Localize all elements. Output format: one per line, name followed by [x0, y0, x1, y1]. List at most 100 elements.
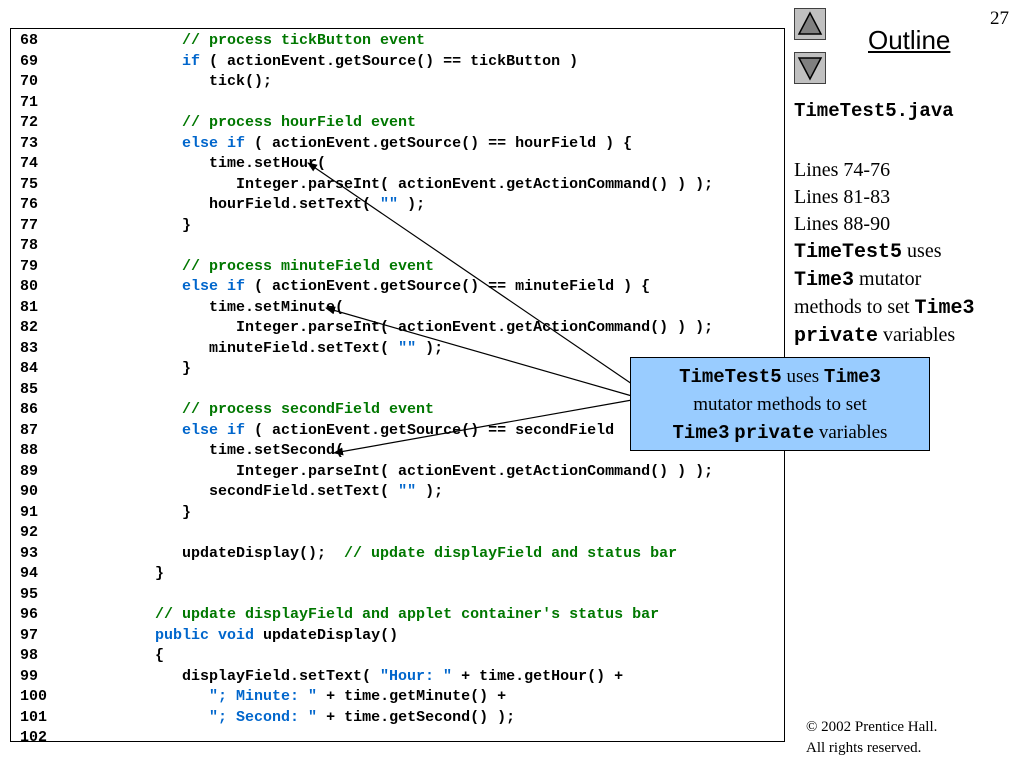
note-lines-81-83: Lines 81-83 — [794, 186, 891, 208]
code-token: time.setHour( — [101, 155, 327, 172]
line-number: 95 — [20, 585, 39, 603]
next-slide-button[interactable] — [794, 52, 826, 84]
previous-slide-button[interactable] — [794, 8, 826, 40]
callout-uses: uses — [781, 366, 824, 387]
code-text: { — [101, 646, 164, 666]
line-number: 101 — [20, 708, 48, 726]
code-text: minuteField.setText( "" ); — [101, 339, 443, 359]
code-text: // process hourField event — [101, 113, 416, 133]
line-number: 83 — [20, 339, 39, 357]
line-number: 75 — [20, 175, 39, 193]
code-token: minuteField.setText( — [101, 339, 399, 357]
callout-class-name: TimeTest5 — [679, 366, 782, 388]
note-lines-74-76: Lines 74-76 — [794, 159, 891, 181]
callout-line-2: mutator methods to set — [693, 394, 867, 415]
line-number: 90 — [20, 483, 39, 500]
note-uses-text: uses — [902, 240, 942, 262]
code-token: Integer.parseInt( actionEvent.getActionC… — [101, 462, 714, 480]
copyright-footer: © 2002 Prentice Hall. All rights reserve… — [806, 717, 937, 759]
line-number: 97 — [20, 626, 39, 644]
line-number: 89 — [20, 462, 39, 480]
code-token: displayField.setText( — [101, 667, 381, 685]
line-number: 73 — [20, 134, 39, 152]
code-token — [101, 606, 155, 623]
line-number: 70 — [20, 73, 39, 90]
callout-time3-2: Time3 — [672, 422, 730, 444]
callout-box: TimeTest5 uses Time3 mutator methods to … — [630, 357, 930, 451]
comment-token: // update displayField and status bar — [344, 544, 678, 562]
code-text: } — [101, 564, 164, 584]
code-token: ( actionEvent.getSource() == secondField — [245, 421, 615, 439]
code-token — [101, 135, 182, 152]
line-number: 81 — [20, 298, 39, 316]
code-token: updateDisplay(); — [101, 544, 345, 562]
callout-private: private — [734, 422, 815, 444]
code-token: Integer.parseInt( actionEvent.getActionC… — [101, 319, 714, 336]
line-number: 69 — [20, 52, 39, 70]
code-token: secondField.setText( — [101, 483, 399, 500]
triangle-up-icon — [797, 11, 823, 35]
comment-token: // update displayField and applet contai… — [155, 606, 660, 623]
code-token — [101, 278, 182, 295]
code-token — [101, 627, 155, 644]
note-private-kw: private — [794, 325, 879, 348]
code-text: } — [101, 216, 191, 236]
line-number: 76 — [20, 196, 39, 213]
line-number: 99 — [20, 667, 39, 685]
line-number: 96 — [20, 606, 39, 623]
line-number: 86 — [20, 401, 39, 418]
line-number: 72 — [20, 114, 39, 131]
code-token: ( actionEvent.getSource() == hourField )… — [245, 134, 633, 152]
code-text: // process secondField event — [101, 400, 434, 420]
code-token — [101, 258, 182, 275]
code-text: public void updateDisplay() — [101, 626, 398, 646]
line-number: 78 — [20, 237, 39, 254]
code-token: ); — [416, 339, 444, 357]
callout-time3: Time3 — [823, 366, 881, 388]
code-token: } — [101, 360, 192, 377]
code-token: tick(); — [101, 73, 273, 90]
keyword-token: if — [182, 52, 201, 70]
code-token: } — [101, 503, 192, 521]
code-text: // update displayField and applet contai… — [101, 605, 659, 625]
code-token: time.setSecond( — [101, 442, 345, 459]
line-number: 100 — [20, 688, 48, 705]
line-number: 94 — [20, 565, 39, 582]
note-time3-2: Time3 — [914, 297, 975, 320]
note-mutator-text: mutator — [854, 268, 922, 290]
code-text: if ( actionEvent.getSource() == tickButt… — [101, 52, 578, 72]
code-token — [101, 53, 182, 70]
code-text: time.setSecond( — [101, 441, 344, 461]
note-methods-text: methods to set — [794, 296, 915, 318]
callout-line-1: TimeTest5 uses Time3 — [631, 363, 929, 391]
outline-link[interactable]: Outline — [868, 25, 951, 55]
note-class-name: TimeTest5 — [794, 241, 903, 264]
comment-token: // process minuteField event — [182, 257, 435, 275]
code-text: hourField.setText( "" ); — [101, 195, 425, 215]
note-uses: TimeTest5 uses — [794, 238, 975, 266]
code-text: time.setHour( — [101, 154, 326, 174]
code-text: else if ( actionEvent.getSource() == sec… — [101, 421, 614, 441]
code-token: ( actionEvent.getSource() == minuteField… — [245, 278, 651, 295]
line-number: 88 — [20, 442, 39, 459]
line-number: 77 — [20, 216, 39, 234]
code-text: // process minuteField event — [101, 257, 434, 277]
code-token: ( actionEvent.getSource() == tickButton … — [200, 52, 579, 70]
line-number: 84 — [20, 360, 39, 377]
code-token: time.setMinute( — [101, 298, 345, 316]
code-token: + time.getHour() + — [452, 667, 624, 685]
triangle-down-icon — [797, 57, 823, 81]
code-text: else if ( actionEvent.getSource() == min… — [101, 277, 650, 297]
code-text: tick(); — [101, 72, 272, 92]
comment-token: // process tickButton event — [182, 32, 426, 49]
note-methods: methods to set Time3 — [794, 294, 975, 322]
code-text: displayField.setText( "Hour: " + time.ge… — [101, 667, 623, 687]
string-token: "" — [398, 339, 417, 357]
code-token: + time.getSecond() ); — [317, 708, 516, 726]
note-lines-88-90: Lines 88-90 — [794, 213, 891, 235]
keyword-token: else if — [182, 421, 246, 439]
code-text: updateDisplay(); // update displayField … — [101, 544, 677, 564]
note-time3: Time3 — [794, 269, 855, 292]
file-name: TimeTest5.java — [794, 100, 954, 122]
line-number: 93 — [20, 544, 39, 562]
